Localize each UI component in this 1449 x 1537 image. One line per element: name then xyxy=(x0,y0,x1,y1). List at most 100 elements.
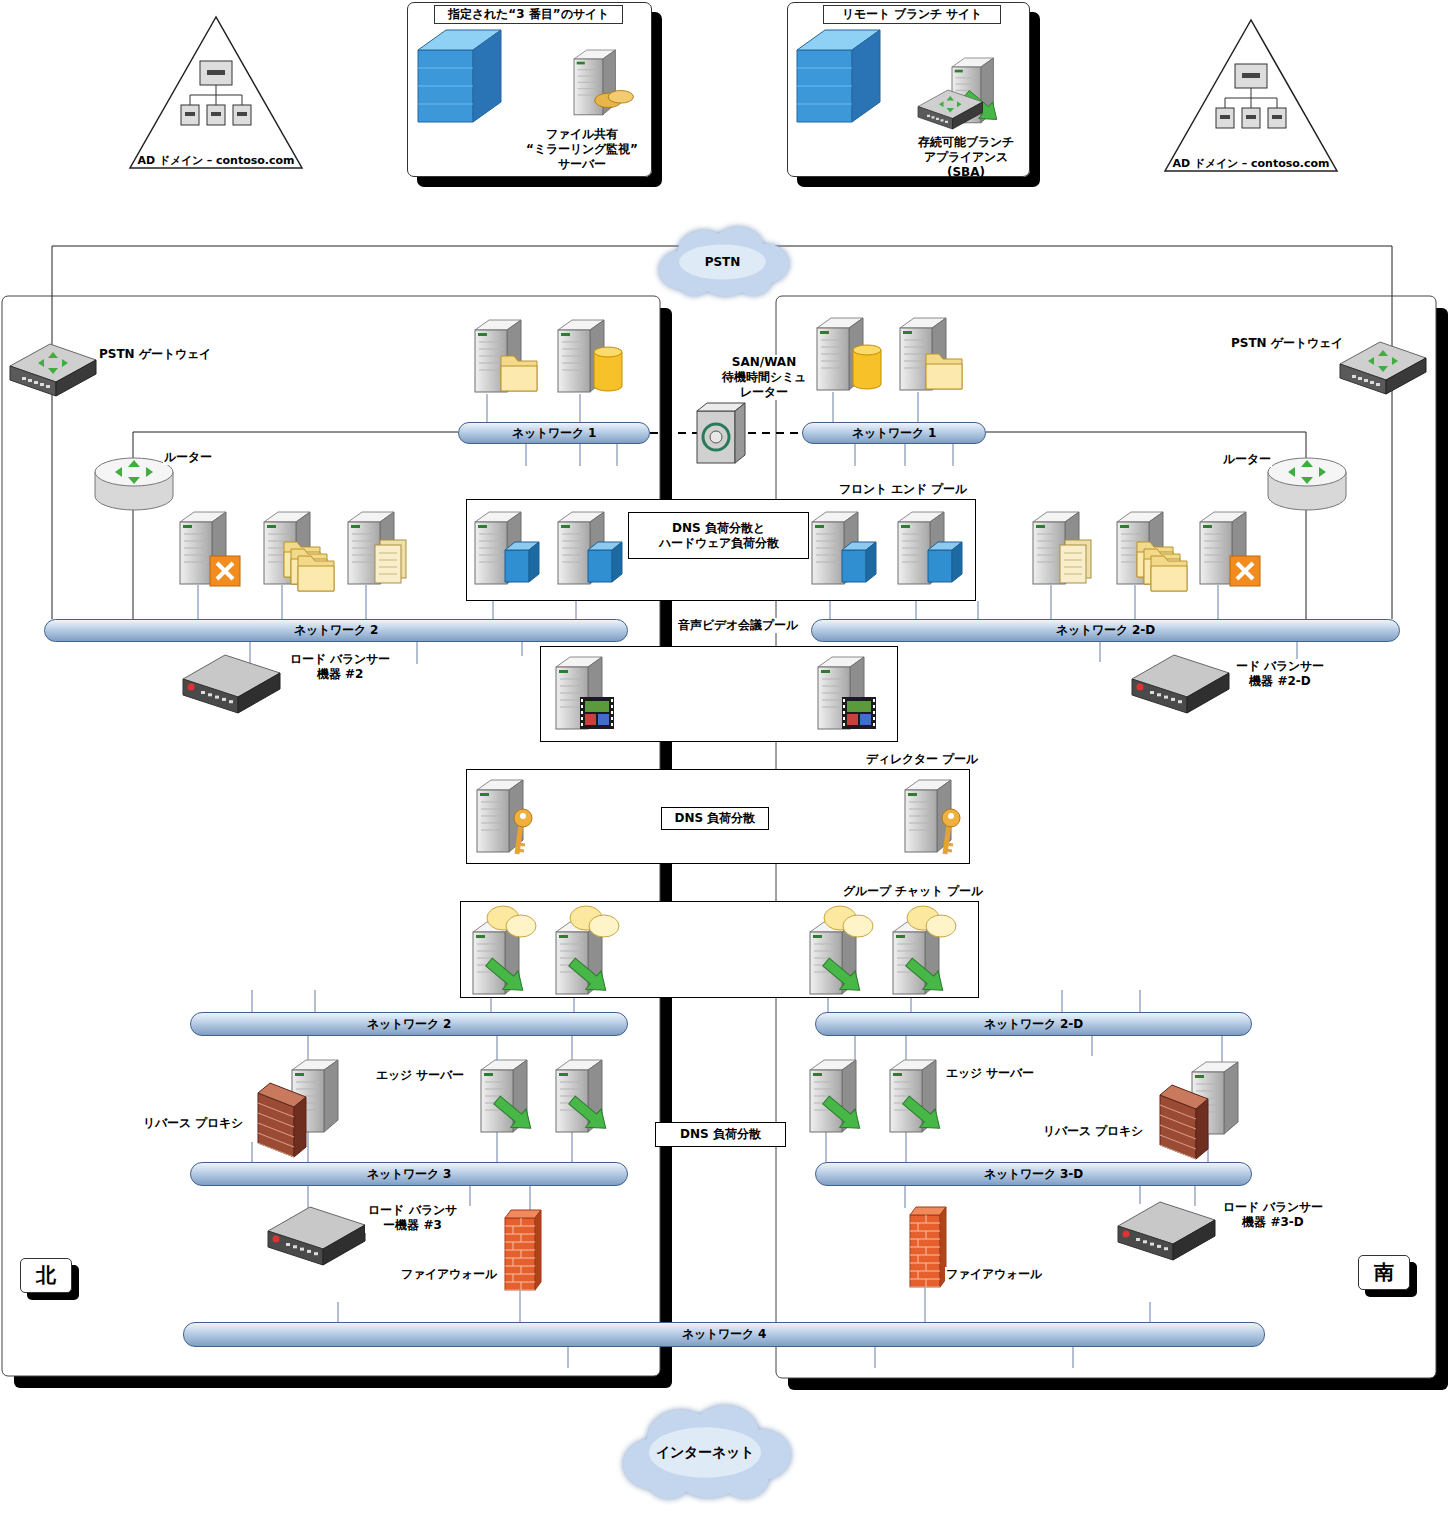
network-tap xyxy=(905,444,906,466)
site-title: リモート ブランチ サイト xyxy=(823,5,1001,24)
network-tap xyxy=(520,1290,521,1322)
server-icon xyxy=(842,550,866,582)
server-icon xyxy=(853,350,881,389)
server-icon xyxy=(479,555,503,556)
server-icon xyxy=(560,1089,584,1090)
server-icon xyxy=(352,548,376,549)
firewall-icon xyxy=(513,1258,514,1266)
server-icon xyxy=(1224,1062,1238,1134)
server-icon xyxy=(1200,512,1260,586)
load-balancing-box: DNS 負荷分散 xyxy=(655,1122,786,1147)
server-icon xyxy=(1195,1075,1204,1078)
load-balancer-icon xyxy=(1157,1245,1161,1248)
server-icon xyxy=(853,345,881,355)
node-label: インターネット xyxy=(656,1445,754,1460)
server-icon xyxy=(479,349,503,350)
brick-wall-icon xyxy=(258,1143,294,1157)
load-balancer-icon xyxy=(1178,700,1182,703)
network-bar: ネットワーク 1 xyxy=(458,422,650,444)
network-tap xyxy=(572,1132,573,1162)
server-icon xyxy=(578,76,600,77)
server-icon xyxy=(901,953,950,1000)
server-icon xyxy=(902,562,926,563)
server-icon xyxy=(1037,562,1061,563)
server-icon xyxy=(904,368,928,369)
gateway-label: PSTN ゲートウェイ xyxy=(1230,336,1344,351)
server-icon xyxy=(585,714,596,725)
network-tap xyxy=(497,1036,498,1060)
load-balancer-icon xyxy=(183,679,238,713)
server-icon xyxy=(562,349,586,350)
server-icon xyxy=(1230,556,1260,586)
load-balancer-label: ロード バランサー 機器 #3-D xyxy=(1218,1200,1328,1230)
network-tap xyxy=(338,1302,339,1322)
building-icon xyxy=(797,86,852,87)
brick-wall-icon xyxy=(294,1097,306,1157)
firewall-icon xyxy=(535,1210,541,1290)
firewall-icon xyxy=(926,1231,927,1239)
server-icon xyxy=(564,1091,613,1138)
load-balancer-icon xyxy=(1136,1238,1140,1241)
server-icon xyxy=(898,522,930,584)
server-icon xyxy=(810,1060,867,1137)
pool-ground xyxy=(466,499,976,601)
router-icon xyxy=(1268,458,1346,510)
server-icon xyxy=(479,356,503,357)
server-icon xyxy=(481,816,505,817)
server-icon xyxy=(479,548,503,549)
load-balancer-icon xyxy=(1157,693,1161,696)
server-icon xyxy=(560,693,584,694)
server-icon xyxy=(556,657,614,729)
server-icon xyxy=(905,780,960,854)
server-icon xyxy=(894,1096,918,1097)
server-icon xyxy=(210,556,240,586)
server-icon xyxy=(184,555,208,556)
gateway-icon xyxy=(34,381,38,384)
server-icon xyxy=(896,935,905,938)
load-balancer-icon xyxy=(314,1252,318,1255)
firewall-icon xyxy=(513,1226,514,1234)
server-icon xyxy=(818,1091,867,1138)
server-icon xyxy=(574,50,633,115)
firewall-icon xyxy=(918,1271,919,1279)
firewall-icon xyxy=(505,1218,535,1290)
load-balancer-icon xyxy=(268,1207,365,1265)
server-icon xyxy=(298,556,334,591)
cloud: PSTN xyxy=(645,222,800,302)
building-icon xyxy=(852,30,880,122)
node-label: ネットワーク 3-D xyxy=(984,1167,1083,1182)
cloud: インターネット xyxy=(605,1395,805,1510)
gateway-icon xyxy=(1378,350,1388,356)
server-icon xyxy=(560,958,584,959)
server-icon xyxy=(873,723,875,726)
hierarchy-icon xyxy=(1242,108,1260,128)
server-icon xyxy=(352,541,376,542)
server-icon xyxy=(556,906,619,999)
server-icon xyxy=(501,366,537,391)
server-icon xyxy=(581,717,583,720)
router-icon xyxy=(128,477,140,484)
server-icon xyxy=(481,802,505,803)
router-icon xyxy=(1268,458,1346,486)
network-tap xyxy=(530,1186,531,1212)
server-icon xyxy=(816,534,840,535)
network-tap xyxy=(1140,990,1141,1012)
router-label: ルーター xyxy=(163,450,213,465)
firewall-icon xyxy=(926,1215,927,1223)
server-icon xyxy=(180,522,212,584)
server-icon xyxy=(843,723,845,726)
server-icon xyxy=(562,562,586,563)
reverse-proxy-label: リバース プロキシ xyxy=(142,1116,244,1131)
gateway-icon xyxy=(945,121,948,123)
server-icon xyxy=(1121,534,1145,535)
server-icon xyxy=(822,686,846,687)
gateway-icon xyxy=(947,108,955,113)
load-balancer-icon xyxy=(1143,1240,1147,1243)
server-icon xyxy=(560,686,584,687)
server-icon xyxy=(945,850,952,851)
network-tap xyxy=(580,444,581,466)
region-panel: 南ネットワーク 1ネットワーク 2-Dネットワーク 2-Dネットワーク 3-D xyxy=(776,296,1436,1378)
server-icon xyxy=(897,958,921,959)
firewall-icon xyxy=(926,1279,927,1287)
server-icon xyxy=(560,1096,584,1097)
